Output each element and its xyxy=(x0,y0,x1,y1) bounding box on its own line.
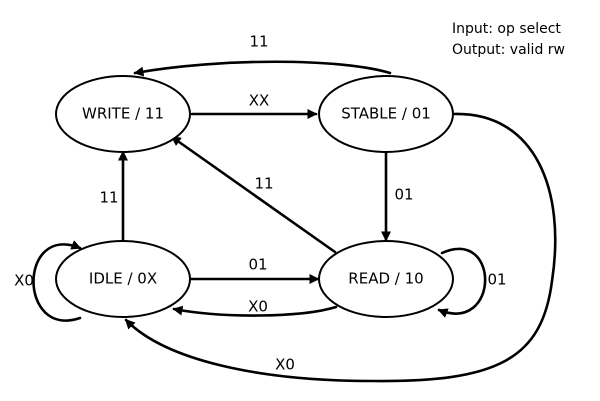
legend-output-text: Output: valid rw xyxy=(452,42,565,58)
state-write-label: WRITE / 11 xyxy=(82,105,164,123)
edge-read-to-write xyxy=(170,135,337,254)
edge-idle-self-loop xyxy=(32,240,82,322)
state-write: WRITE / 11 xyxy=(55,75,191,153)
label-read-to-write: 11 xyxy=(254,175,273,193)
label-write-to-stable: XX xyxy=(249,92,270,110)
label-idle-self-loop: X0 xyxy=(14,272,34,290)
label-stable-to-read: 01 xyxy=(394,186,413,204)
state-idle-ellipse xyxy=(55,240,191,318)
label-idle-to-write: 11 xyxy=(99,189,118,207)
state-read: READ / 10 xyxy=(318,240,454,318)
label-read-self-loop: 01 xyxy=(487,271,506,289)
label-stable-to-write-top: 11 xyxy=(249,33,268,51)
legend-input-text: Input: op select xyxy=(452,21,561,37)
label-read-to-idle: X0 xyxy=(248,298,268,316)
state-idle-label: IDLE / 0X xyxy=(89,270,157,288)
label-stable-to-idle-outer: X0 xyxy=(275,356,295,374)
edge-stable-to-idle-outer xyxy=(124,112,557,383)
state-stable-ellipse xyxy=(318,75,454,153)
state-stable: STABLE / 01 xyxy=(318,75,454,153)
state-write-ellipse xyxy=(55,75,191,153)
state-stable-label: STABLE / 01 xyxy=(341,105,431,123)
state-read-ellipse xyxy=(318,240,454,318)
label-idle-to-read: 01 xyxy=(248,256,267,274)
state-read-label: READ / 10 xyxy=(348,270,423,288)
edge-read-self-loop xyxy=(437,247,487,318)
edge-read-to-idle xyxy=(172,305,338,317)
state-idle: IDLE / 0X xyxy=(55,240,191,318)
edge-stable-to-write-top xyxy=(133,60,392,77)
